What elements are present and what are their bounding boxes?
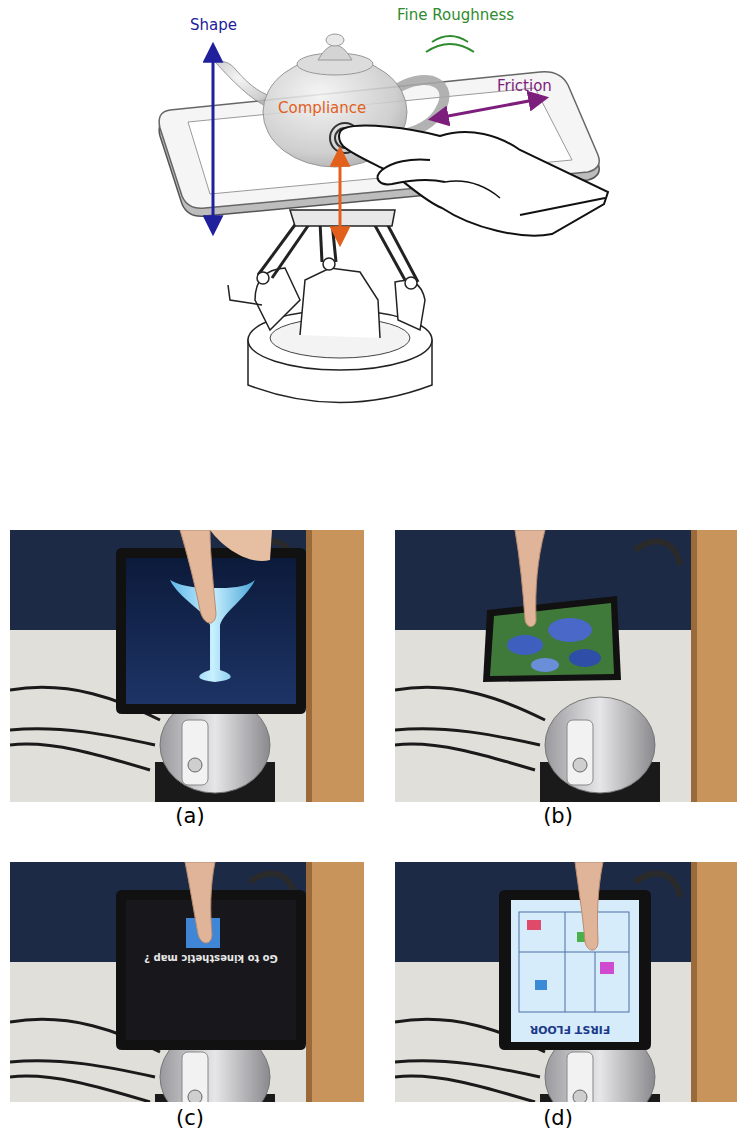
art-rect [511, 900, 639, 1042]
art-line [320, 222, 322, 262]
art-use [395, 862, 737, 1102]
art-path [185, 862, 215, 943]
art-use [395, 530, 737, 802]
screen-text: Go to kinesthetic map ? [144, 952, 278, 964]
photo-panel [10, 862, 364, 1102]
panel-letter: (d) [543, 1106, 573, 1130]
art-path [490, 603, 614, 676]
photo-panel [10, 530, 364, 802]
art-path [445, 181, 500, 198]
art-path [426, 44, 474, 52]
art-rect [600, 962, 614, 974]
art-ellipse [569, 649, 601, 667]
property-label: Fine Roughness [397, 7, 514, 24]
art-path [318, 45, 352, 60]
device-illustration [159, 34, 608, 403]
art-path [290, 210, 395, 226]
art-path [499, 890, 651, 1050]
art-circle [323, 258, 335, 270]
art-path [432, 36, 468, 42]
art-path [300, 268, 380, 338]
art-line [384, 218, 418, 282]
art-path [210, 530, 272, 561]
art-path [228, 285, 262, 305]
art-rect [527, 920, 541, 930]
art-path [339, 126, 608, 236]
art-line [595, 952, 596, 1012]
art-g [257, 258, 417, 289]
art-ellipse [326, 34, 344, 46]
art-line [332, 222, 336, 262]
panel-letter: (c) [176, 1106, 204, 1130]
art-circle [405, 277, 417, 289]
art-line [272, 220, 312, 278]
art-use [10, 530, 364, 802]
art-circle [257, 272, 269, 284]
art-line [565, 912, 566, 1012]
art-line [212, 46, 215, 232]
photo-panel [395, 530, 737, 802]
art-path [575, 862, 603, 950]
art-path [377, 159, 445, 184]
art-line [432, 98, 545, 119]
photo-panel [395, 862, 737, 1102]
property-label: Compliance [278, 100, 366, 117]
panel-letter: (b) [543, 804, 573, 828]
art-ellipse [531, 658, 559, 672]
art-rect [535, 980, 547, 990]
art-line [519, 952, 629, 953]
art-g [258, 218, 418, 282]
property-label: Friction [497, 78, 552, 95]
panel-letter: (a) [175, 804, 204, 828]
art-path [255, 268, 300, 330]
art-ellipse [548, 618, 592, 642]
art-ellipse [507, 635, 543, 655]
art-path [483, 596, 621, 682]
property-label: Shape [190, 17, 237, 34]
art-line [520, 198, 605, 215]
art-g [519, 912, 629, 1012]
art-line [339, 150, 342, 243]
screen-text: FIRST FLOOR [530, 1023, 611, 1036]
art-use [10, 862, 364, 1102]
art-path [515, 530, 545, 627]
art-path [180, 530, 216, 623]
art-rect [519, 912, 629, 1012]
